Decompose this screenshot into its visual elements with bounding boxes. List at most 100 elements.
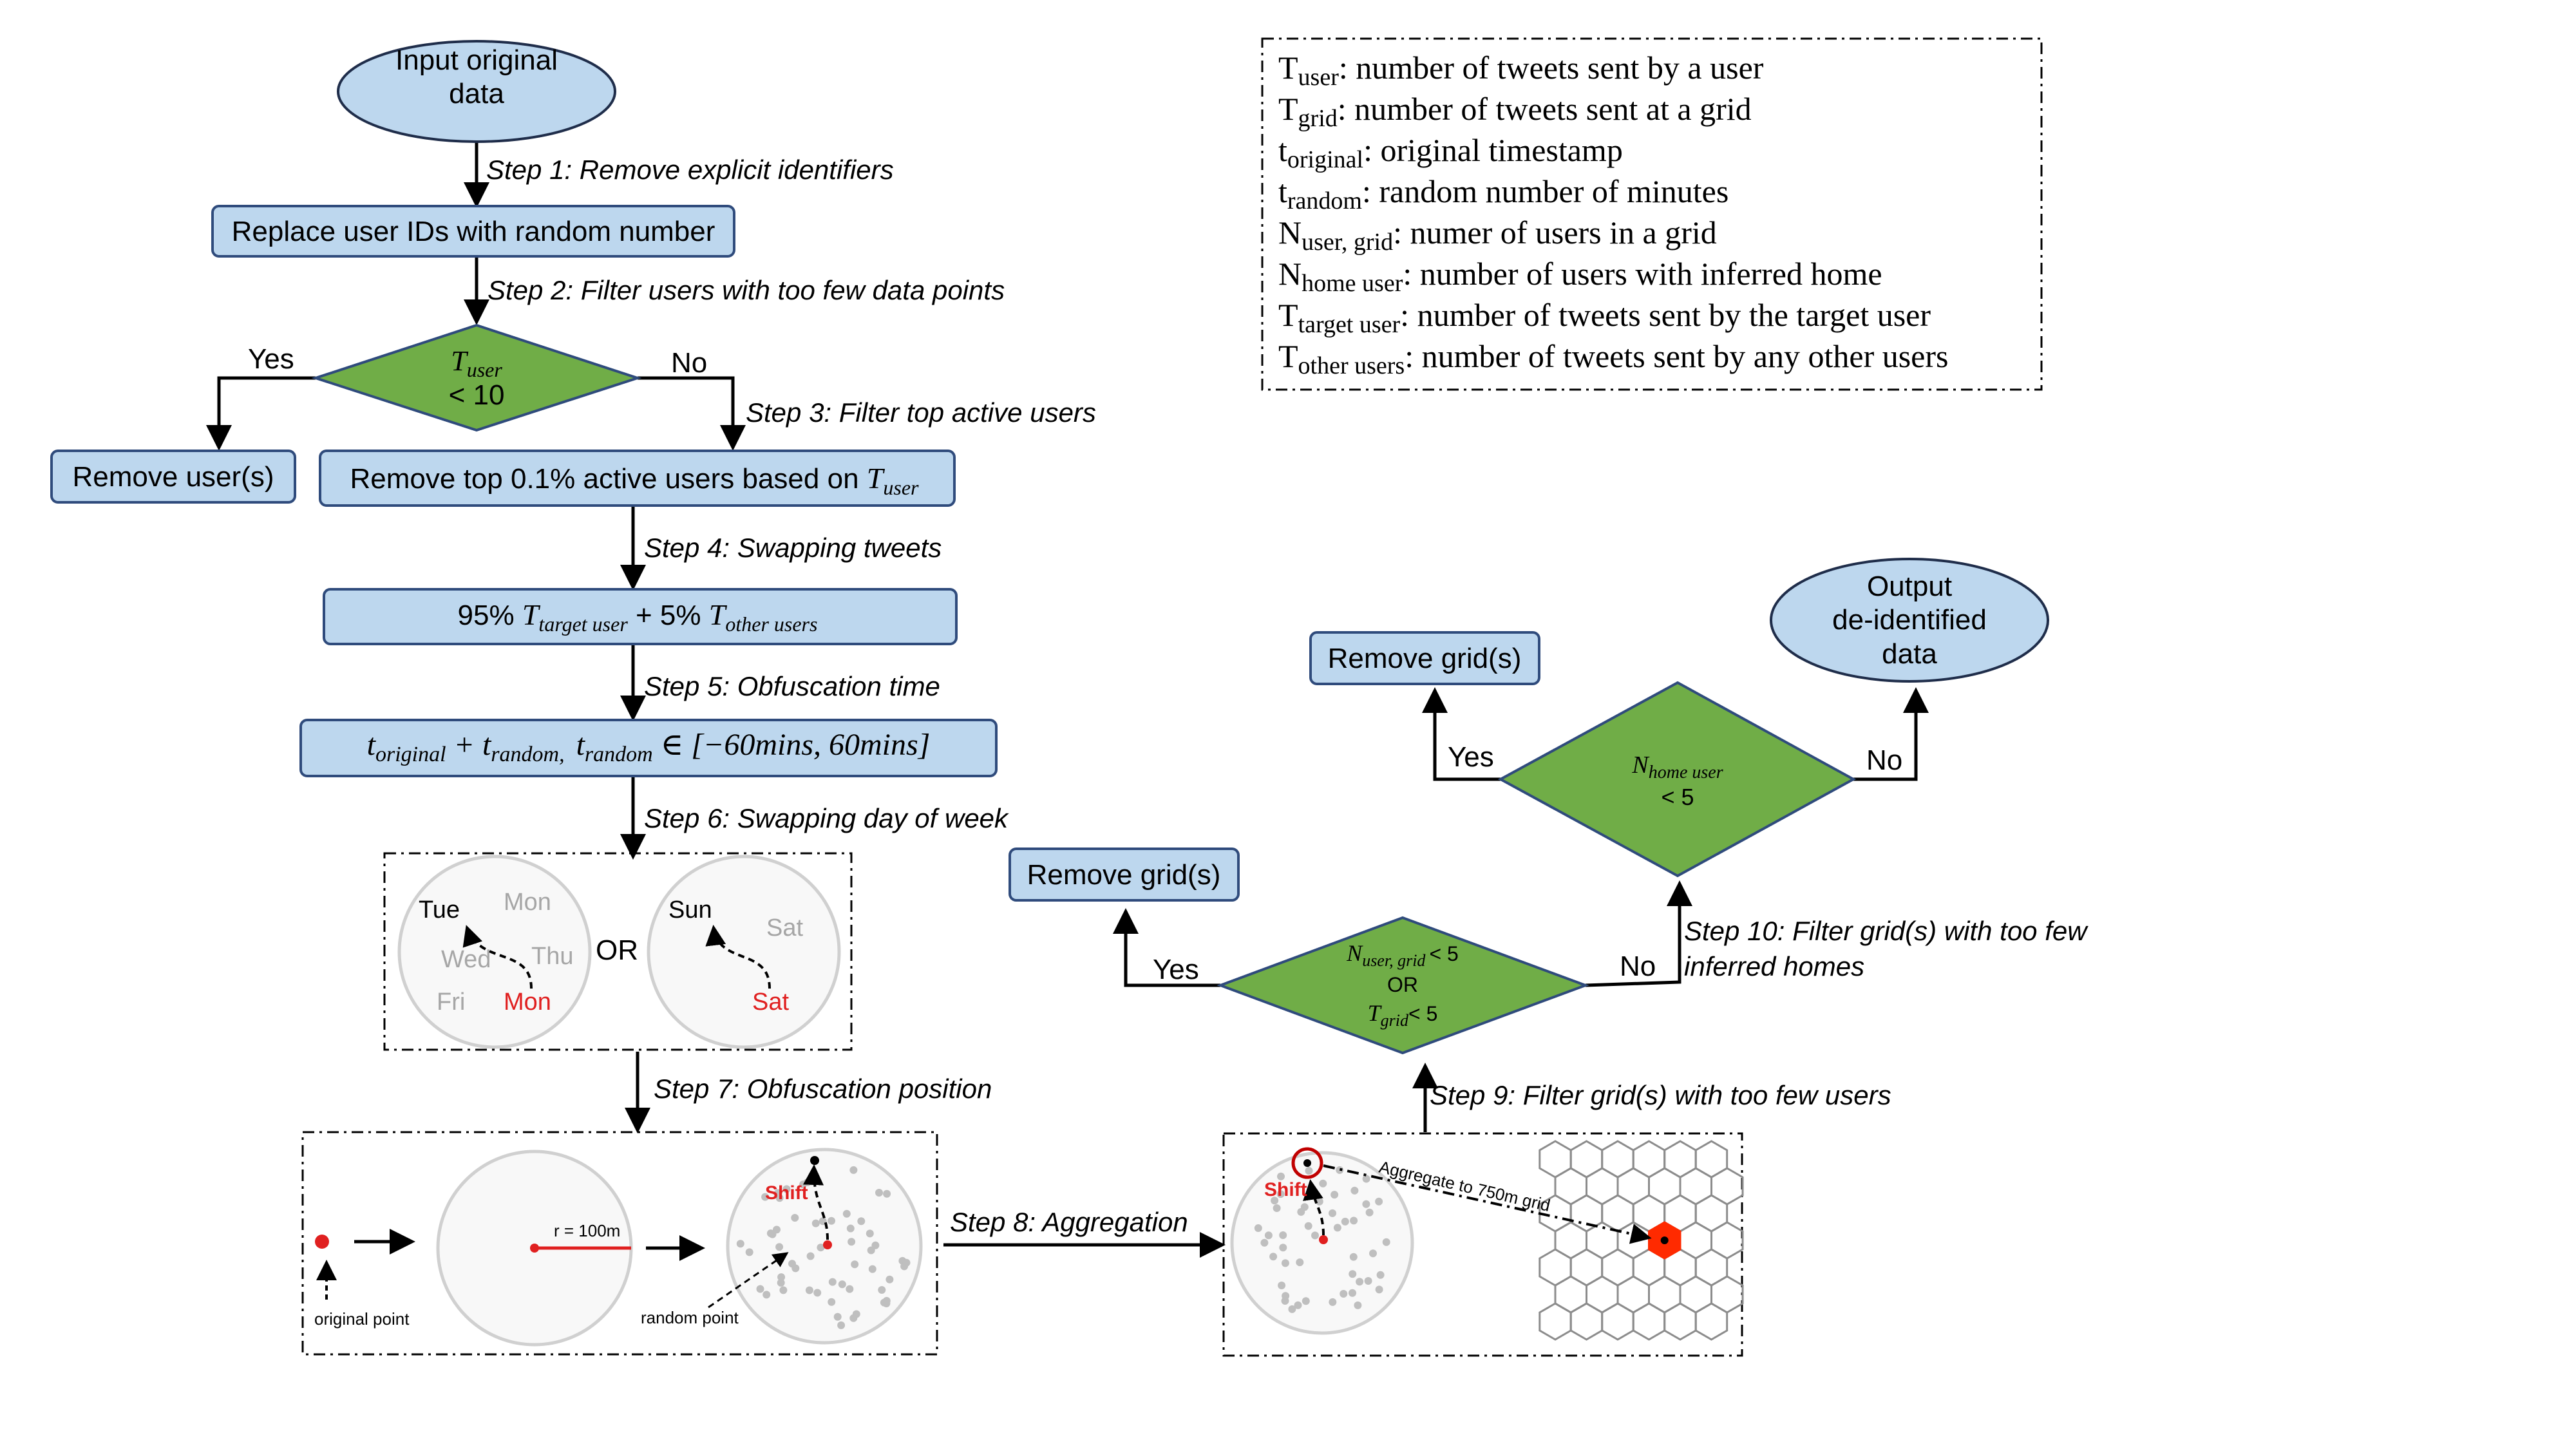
output-label-line3: data <box>1882 638 1937 670</box>
day-wed: Wed <box>441 946 491 973</box>
step5-label: Step 5: Obfuscation time <box>644 671 940 701</box>
remove-top-node: Remove top 0.1% active users based on Tu… <box>319 450 956 507</box>
scatter-dot <box>1350 1217 1358 1225</box>
scatter-dot <box>1369 1249 1377 1258</box>
scatter-dot <box>866 1229 874 1238</box>
scatter-dot <box>833 1312 842 1321</box>
yes-label-1: Yes <box>248 343 294 375</box>
input-label-line2: data <box>449 78 504 109</box>
legend-row: Nuser, grid: numer of users in a grid <box>1278 214 1717 256</box>
scatter-dot <box>1319 1179 1327 1188</box>
aggregation-panel: Shift Aggregate to 750m grid <box>1222 1132 1744 1357</box>
arrow-no-output <box>1853 687 1929 781</box>
remove-grid-top-box <box>1309 631 1540 685</box>
agg-shifted-point <box>1303 1159 1311 1167</box>
scatter-dot <box>1304 1222 1312 1230</box>
hex-cell <box>1632 1302 1666 1341</box>
agg-shift-arrow <box>1303 1179 1325 1236</box>
step9-label: Step 9: Filter grid(s) with too few user… <box>1430 1080 1891 1110</box>
legend-row: Tother users: number of tweets sent by a… <box>1278 338 1948 379</box>
legend-row: Nhome user: number of users with inferre… <box>1278 256 1882 297</box>
hex-grid <box>1539 1140 1744 1341</box>
scatter-dot <box>806 1252 815 1260</box>
original-point-dot <box>315 1235 329 1249</box>
scatter-dot <box>828 1278 837 1286</box>
scatter-dot <box>1350 1186 1359 1195</box>
scatter-dot <box>1340 1290 1348 1298</box>
scatter-dot <box>1271 1197 1279 1205</box>
scatter-dot <box>1382 1238 1390 1246</box>
day-circle-left <box>397 855 592 1049</box>
scatter-dot <box>1279 1231 1287 1239</box>
day-fri: Fri <box>437 989 465 1016</box>
position-frame <box>301 1131 938 1356</box>
swap-box <box>323 588 958 645</box>
scatter-dot <box>842 1209 851 1218</box>
decision-nuser: Nuser, grid< 5 OR Tgrid< 5 <box>1217 916 1589 1055</box>
remove-users-node: Remove user(s) <box>50 450 296 504</box>
agg-shift-label: Shift <box>1264 1179 1307 1200</box>
scatter-dot <box>1296 1258 1304 1267</box>
shifted-point <box>810 1156 819 1165</box>
step10-label-line1: Step 10: Filter grid(s) with too few <box>1684 916 2088 946</box>
remove-top-label: Remove top 0.1% active users based on Tu… <box>350 462 919 499</box>
output-ellipse <box>1770 558 2049 683</box>
scatter-dot <box>1273 1204 1281 1212</box>
scatter-dot <box>736 1240 744 1248</box>
no-label-2: No <box>1620 951 1656 982</box>
scatter-dot <box>791 1214 799 1222</box>
replace-node: Replace user IDs with random number <box>211 205 735 258</box>
decision-tuser: Tuser < 10 <box>311 323 642 432</box>
scatter-dot <box>811 1219 820 1227</box>
remove-users-box <box>50 450 296 504</box>
step10-label-line2: inferred homes <box>1684 951 1864 981</box>
scatter-dot <box>1356 1278 1364 1286</box>
scatter-dot <box>883 1189 891 1198</box>
scatter-dot <box>868 1265 876 1273</box>
scatter-dot <box>1254 1224 1262 1232</box>
replace-box <box>211 205 735 258</box>
shift-label: Shift <box>765 1182 808 1204</box>
scatter-dot <box>1269 1253 1278 1261</box>
step4-label: Step 4: Swapping tweets <box>644 533 942 563</box>
scatter-dot <box>756 1285 764 1293</box>
day-swap-panel: Tue Mon Wed Thu Fri Mon OR Sun Sat Sat <box>383 852 853 1051</box>
scatter-dot <box>1375 1285 1383 1294</box>
scatter-dot <box>838 1280 846 1289</box>
scatter-dot <box>766 1229 775 1238</box>
scatter-dot <box>878 1286 886 1294</box>
decision-nuser-or: OR <box>1387 973 1418 996</box>
no-label-1: No <box>671 347 707 379</box>
position-panel: original point r = 100m Shift random poi… <box>301 1131 938 1356</box>
output-label-line2: de-identified <box>1832 604 1987 636</box>
scatter-dot <box>846 1285 854 1293</box>
scatter-dot <box>774 1189 782 1197</box>
scatter-dot <box>1349 1289 1356 1297</box>
replace-label: Replace user IDs with random number <box>232 216 715 247</box>
scatter-dot <box>837 1321 846 1329</box>
scatter-dot <box>846 1224 855 1233</box>
scatter-dot <box>1362 1200 1370 1208</box>
agg-highlight-ring <box>1291 1147 1323 1179</box>
day-swap-frame <box>383 852 853 1051</box>
scatter-dot <box>1288 1305 1296 1313</box>
scatter-dot <box>867 1246 875 1255</box>
scatter-dot <box>886 1275 894 1283</box>
scatter-dot <box>805 1286 813 1294</box>
scatter-dot <box>777 1273 786 1282</box>
step7-label: Step 7: Obfuscation position <box>654 1074 992 1104</box>
day-swap-arrow-right <box>705 925 771 989</box>
day-thu: Thu <box>531 943 573 970</box>
swap-expr: 95% Ttarget user + 5% Tother users <box>458 598 818 636</box>
scatter-dot <box>1341 1217 1349 1226</box>
scatter-dot <box>1333 1224 1341 1232</box>
arrow-no-remove-top <box>638 376 746 451</box>
decision-nhome-expr: Nhome user <box>1631 752 1723 782</box>
scatter-dot <box>1294 1301 1302 1309</box>
arrow-yes-remove-grid-top <box>1422 687 1501 781</box>
legend: Tuser: number of tweets sent by a userTg… <box>1261 37 2043 391</box>
agg-center <box>1319 1235 1328 1244</box>
scatter-dot <box>1329 1209 1336 1217</box>
input-label-line1: Input original <box>395 44 558 76</box>
